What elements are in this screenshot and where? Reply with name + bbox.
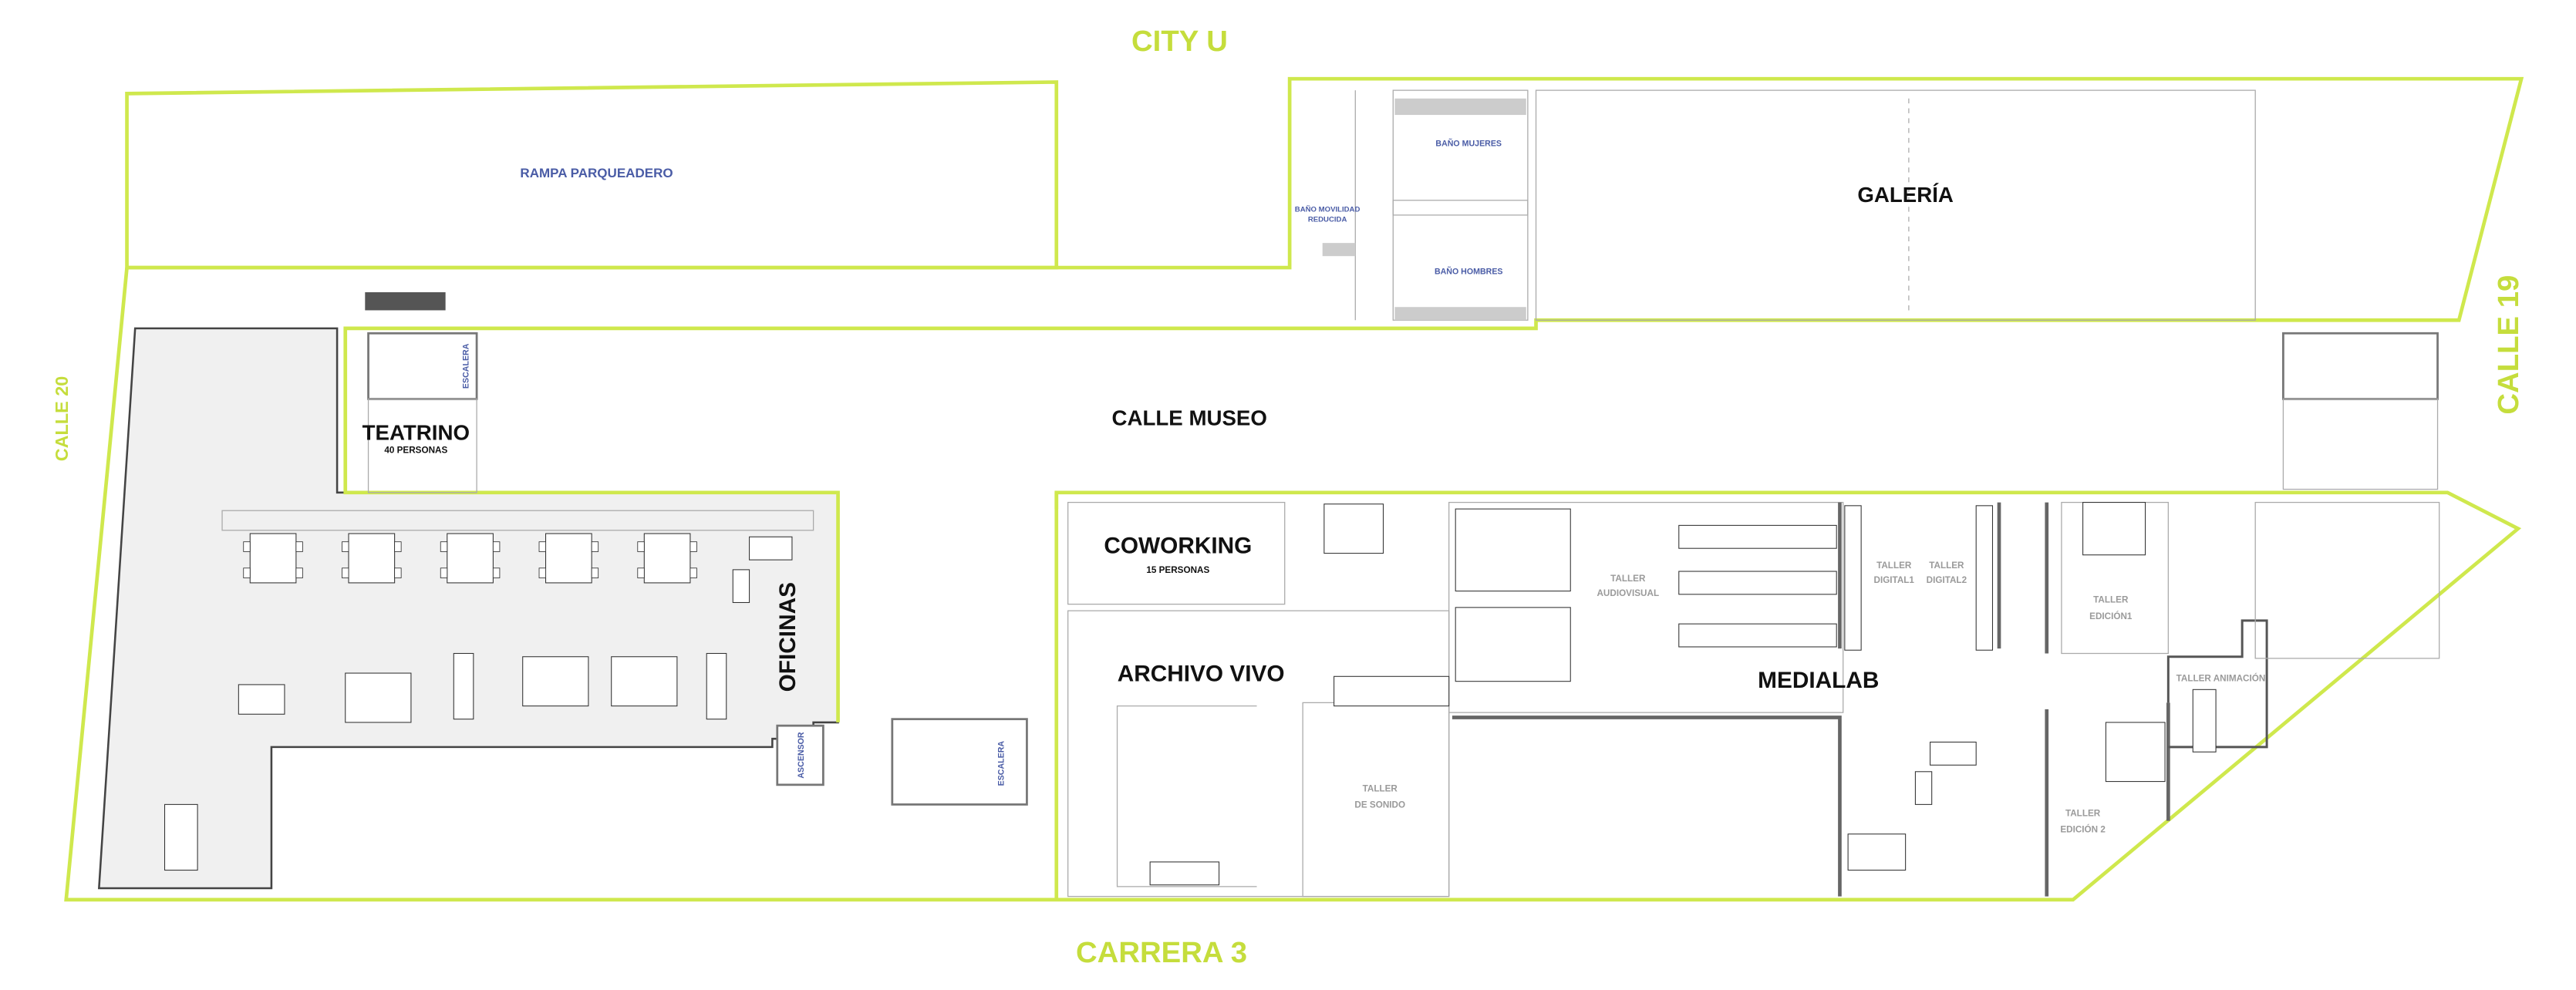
archivo-vivo-room[interactable]	[1067, 610, 1450, 897]
galeria-room[interactable]	[1535, 89, 2256, 321]
escalera-sur-label: ESCALERA	[997, 741, 1006, 786]
chair	[440, 567, 448, 578]
digital-bench	[1678, 571, 1837, 595]
coworking-label: COWORKING	[1104, 534, 1252, 559]
sofa	[1930, 741, 1977, 766]
toilets	[164, 803, 198, 871]
archivo-table	[1149, 861, 1220, 886]
bano-movilidad-label: BAÑO MOVILIDAD	[1295, 206, 1360, 214]
street-label-south: CARRERA 3	[1076, 936, 1247, 969]
chair	[690, 541, 697, 552]
chair	[394, 567, 402, 578]
chair	[394, 541, 402, 552]
taller-sonido-label: TALLER	[1363, 783, 1398, 793]
coworking-capacity: 15 PERSONAS	[1146, 565, 1209, 575]
taller-digital2-label-2: DIGITAL2	[1927, 575, 1967, 585]
desk	[249, 533, 297, 584]
street-label-east: CALLE 19	[2492, 275, 2525, 415]
chair	[538, 567, 546, 578]
coworking-table	[1323, 503, 1384, 554]
rampa-label: RAMPA PARQUEADERO	[520, 166, 673, 180]
sofa	[749, 536, 793, 561]
ascensor-label: ASCENSOR	[797, 732, 806, 779]
ramp-bar	[365, 292, 446, 311]
chair	[492, 567, 501, 578]
digital-bench	[1678, 524, 1837, 549]
medialab-label: MEDIALAB	[1758, 668, 1879, 693]
taller-digital1-label-2: DIGITAL1	[1874, 575, 1915, 585]
taller-animacion-label: TALLER ANIMACIÓN	[2176, 674, 2266, 684]
chair	[637, 541, 645, 552]
chair	[637, 567, 645, 578]
banos-room	[1392, 89, 1529, 321]
bano-movilidad-label-2: REDUCIDA	[1308, 215, 1347, 224]
office-counter	[221, 510, 814, 531]
desk	[348, 533, 396, 584]
bano-mujeres-label: BAÑO MUJERES	[1435, 139, 1502, 149]
sofa	[1914, 771, 1933, 805]
taller-sonido-label-2: DE SONIDO	[1354, 800, 1405, 810]
chair	[538, 541, 546, 552]
sofa	[732, 569, 750, 604]
taller-audiovisual-room[interactable]	[1448, 501, 1844, 713]
teatrino-capacity: 40 PERSONAS	[384, 446, 447, 456]
chair	[342, 567, 349, 578]
ascensor-box[interactable]	[776, 724, 824, 786]
chair	[591, 541, 599, 552]
taller-audiovisual-label: TALLER	[1610, 574, 1646, 584]
edicion-table	[2082, 502, 2146, 556]
galeria-label: GALERÍA	[1857, 183, 1954, 207]
digital-bench	[1975, 505, 1994, 651]
archivo-vivo-label: ARCHIVO VIVO	[1118, 662, 1285, 687]
escalera-sur[interactable]	[891, 718, 1028, 806]
oficinas-area[interactable]	[97, 327, 839, 890]
digital-bench	[1844, 505, 1862, 651]
digital-bench	[1678, 623, 1837, 648]
animacion-table	[2192, 689, 2217, 753]
taller-digital1-label: TALLER	[1876, 561, 1912, 571]
desk	[611, 656, 678, 707]
taller-edicion2-label: TALLER	[2065, 808, 2101, 818]
escalera-calle19[interactable]	[2282, 332, 2439, 490]
calle-museo-label: CALLE MUSEO	[1112, 406, 1267, 430]
desk	[706, 652, 727, 720]
desk	[238, 684, 285, 715]
desk	[447, 533, 494, 584]
street-label-west: CALLE 20	[52, 376, 72, 462]
desk	[545, 533, 592, 584]
escalera-teatrino[interactable]	[367, 332, 478, 493]
medialab-table	[1847, 833, 1907, 871]
taller-edicion2-label-2: EDICIÓN 2	[2060, 825, 2106, 835]
furniture	[164, 502, 2217, 886]
coworking-room[interactable]	[1067, 501, 1286, 605]
chair	[591, 567, 599, 578]
street-label-north: CITY U	[1131, 25, 1228, 58]
bano-hombres-label: BAÑO HOMBRES	[1435, 267, 1503, 277]
edicion2-table	[2105, 722, 2166, 783]
audiovisual-table	[1455, 607, 1571, 682]
desk	[643, 533, 691, 584]
teatrino-label: TEATRINO	[362, 421, 470, 445]
chair	[342, 541, 349, 552]
chair	[492, 541, 501, 552]
audiovisual-table	[1455, 508, 1571, 592]
taller-edicion1-label-2: EDICIÓN1	[2089, 611, 2133, 621]
taller-audiovisual-label-2: AUDIOVISUAL	[1597, 588, 1659, 598]
chair	[440, 541, 448, 552]
chair	[243, 567, 251, 578]
desk	[453, 652, 474, 720]
counter	[1334, 675, 1450, 707]
chair	[243, 541, 251, 552]
desk	[345, 672, 412, 723]
chair	[295, 541, 303, 552]
taller-edicion1-label: TALLER	[2093, 594, 2129, 604]
taller-digital2-label: TALLER	[1929, 561, 1964, 571]
oficinas-label: OFICINAS	[775, 582, 801, 692]
chair	[690, 567, 697, 578]
desk	[522, 656, 589, 707]
chair	[295, 567, 303, 578]
escalera-label: ESCALERA	[461, 343, 470, 389]
